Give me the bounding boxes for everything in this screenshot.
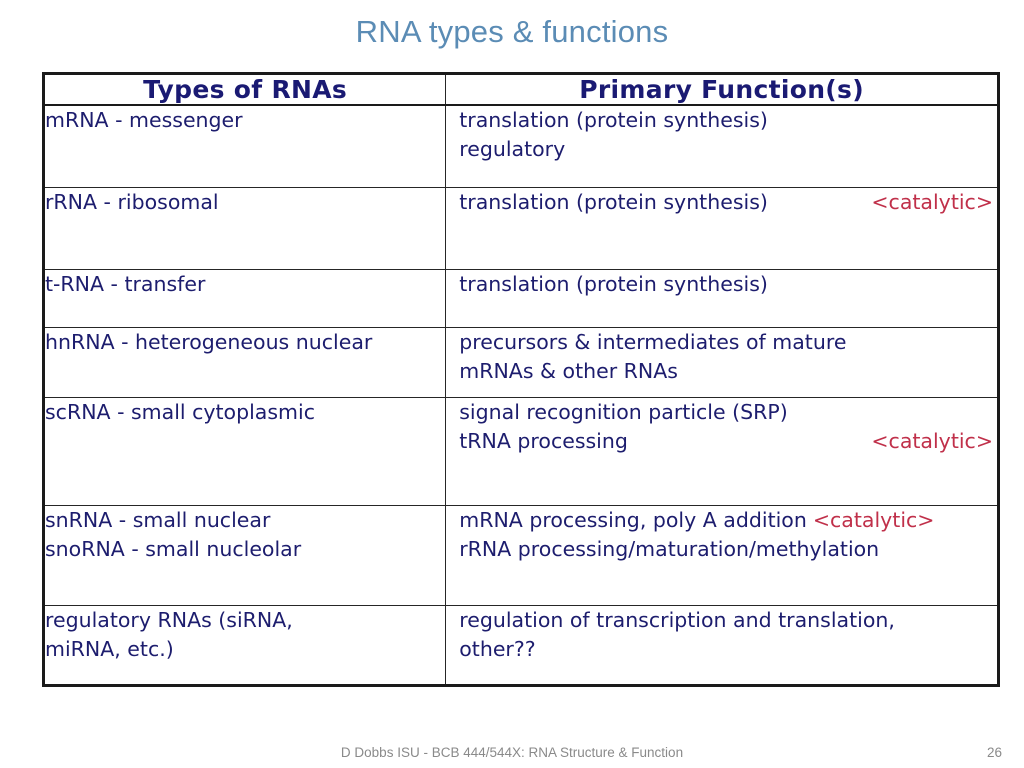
table-row: rRNA - ribosomal <catalytic> translation… <box>42 186 999 270</box>
table-row: scRNA - small cytoplasmic signal recogni… <box>42 396 999 506</box>
rna-type-line: snRNA - small nuclear <box>45 507 271 532</box>
table-row: snRNA - small nuclear snoRNA - small nuc… <box>42 504 999 606</box>
rna-types-table: Types of RNAs Primary Function(s) mRNA -… <box>42 72 1000 687</box>
function-line: rRNA processing/maturation/methylation <box>459 536 880 561</box>
footer-attribution: D Dobbs ISU - BCB 444/544X: RNA Structur… <box>340 745 684 760</box>
rna-type-line: snoRNA - small nucleolar <box>45 536 302 561</box>
rna-type-line: regulatory RNAs (siRNA, <box>45 607 293 632</box>
table-row: hnRNA - heterogeneous nuclear precursors… <box>42 326 999 398</box>
function-line: mRNA processing, poly A addition<catalyt… <box>459 506 997 535</box>
rna-type-line: hnRNA - heterogeneous nuclear <box>45 329 373 354</box>
cell-primary-function: <catalytic> translation (protein synthes… <box>445 186 999 270</box>
cell-rna-type: mRNA - messenger <box>42 104 447 188</box>
table-row: t-RNA - transfer translation (protein sy… <box>42 268 999 328</box>
function-line: regulatory <box>459 137 566 162</box>
rna-type-line: miRNA, etc.) <box>45 636 174 661</box>
catalytic-badge: <catalytic> <box>812 507 935 532</box>
rna-type-line: t-RNA - transfer <box>45 271 206 296</box>
cell-primary-function: translation (protein synthesis) regulato… <box>445 104 999 188</box>
function-text: mRNA processing, poly A addition <box>459 507 807 532</box>
cell-rna-type: scRNA - small cytoplasmic <box>42 396 447 506</box>
column-header-types-of-rnas: Types of RNAs <box>42 73 447 106</box>
rna-type-line: mRNA - messenger <box>45 108 243 132</box>
table-body: mRNA - messenger translation (protein sy… <box>42 104 999 686</box>
table-header-row: Types of RNAs Primary Function(s) <box>42 73 999 106</box>
cell-primary-function: precursors & intermediates of mature mRN… <box>445 326 999 398</box>
cell-rna-type: t-RNA - transfer <box>42 268 447 328</box>
function-text: translation (protein synthesis) <box>459 189 768 214</box>
function-line: <catalytic> tRNA processing <box>459 427 997 456</box>
rna-type-line: scRNA - small cytoplasmic <box>45 399 315 424</box>
table-row: regulatory RNAs (siRNA, miRNA, etc.) reg… <box>42 604 999 686</box>
function-text: tRNA processing <box>459 428 628 453</box>
function-line: other?? <box>459 636 536 661</box>
column-header-primary-functions: Primary Function(s) <box>445 73 999 106</box>
rna-type-line: rRNA - ribosomal <box>45 189 219 214</box>
table-row: mRNA - messenger translation (protein sy… <box>42 104 999 188</box>
cell-primary-function: translation (protein synthesis) <box>445 268 999 328</box>
function-line: precursors & intermediates of mature <box>459 329 847 354</box>
catalytic-badge: <catalytic> <box>871 428 993 453</box>
function-line: translation (protein synthesis) <box>459 108 768 132</box>
function-line: regulation of transcription and translat… <box>459 607 895 632</box>
function-line: <catalytic> translation (protein synthes… <box>459 188 997 217</box>
slide-footer: D Dobbs ISU - BCB 444/544X: RNA Structur… <box>0 745 1024 765</box>
cell-primary-function: signal recognition particle (SRP) <catal… <box>445 396 999 506</box>
cell-rna-type: hnRNA - heterogeneous nuclear <box>42 326 447 398</box>
cell-rna-type: regulatory RNAs (siRNA, miRNA, etc.) <box>42 604 447 686</box>
cell-primary-function: regulation of transcription and translat… <box>445 604 999 686</box>
cell-rna-type: snRNA - small nuclear snoRNA - small nuc… <box>42 504 447 606</box>
slide-number: 26 <box>986 745 1002 760</box>
cell-primary-function: mRNA processing, poly A addition<catalyt… <box>445 504 999 606</box>
function-line: translation (protein synthesis) <box>459 271 768 296</box>
page-title: RNA types & functions <box>355 14 669 49</box>
catalytic-badge: <catalytic> <box>871 189 993 214</box>
function-line: signal recognition particle (SRP) <box>459 399 788 424</box>
function-line: mRNAs & other RNAs <box>459 358 678 383</box>
cell-rna-type: rRNA - ribosomal <box>42 186 447 270</box>
